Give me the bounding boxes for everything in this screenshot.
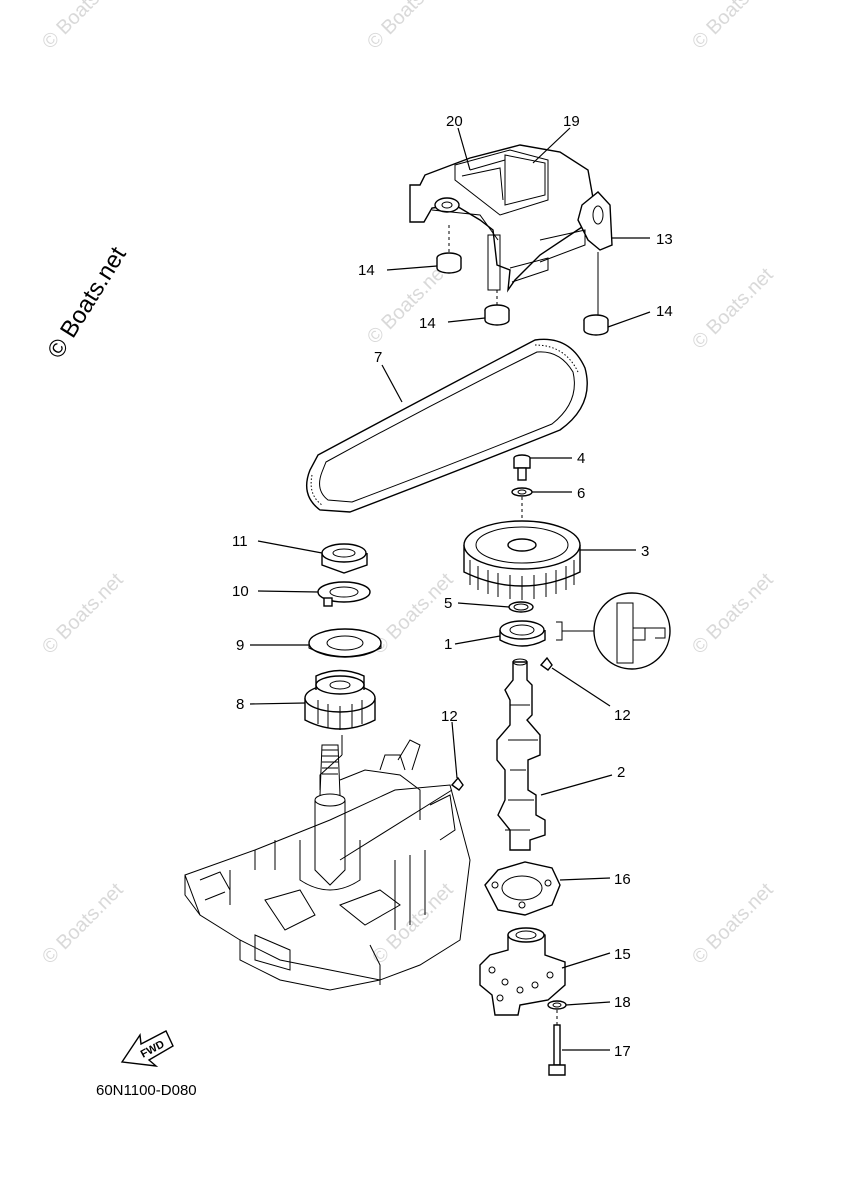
drive-pulley-assembly — [304, 543, 382, 790]
callout-4: 4 — [577, 450, 585, 467]
grommet — [436, 252, 462, 274]
camshaft — [339, 656, 553, 861]
leader-lines — [249, 127, 651, 1051]
callout-11: 11 — [232, 533, 248, 550]
callout-12: 12 — [441, 708, 458, 725]
callout-1: 1 — [444, 636, 452, 653]
callout-13: 13 — [656, 231, 673, 248]
callout-8: 8 — [236, 696, 244, 713]
watermark: © Boats.net — [688, 264, 778, 354]
engine-block — [184, 739, 471, 991]
grommet — [583, 314, 609, 336]
callout-15: 15 — [614, 946, 631, 963]
callout-7: 7 — [374, 349, 382, 366]
diagram-code: 60N1100-D080 — [96, 1082, 197, 1099]
callout-12: 12 — [614, 707, 631, 724]
watermark: © Boats.net — [688, 879, 778, 969]
callout-20: 20 — [446, 113, 463, 130]
watermark: © Boats.net — [368, 879, 458, 969]
grommets — [436, 225, 609, 336]
callout-14: 14 — [656, 303, 673, 320]
watermark-main: © Boats.net — [42, 242, 132, 363]
watermark: © Boats.net — [38, 569, 128, 659]
watermark: © Boats.net — [688, 0, 778, 54]
callout-2: 2 — [617, 764, 625, 781]
fwd-arrow: FWD — [120, 1030, 174, 1067]
callout-19: 19 — [563, 113, 580, 130]
driven-pulley-assembly — [463, 454, 581, 613]
callout-18: 18 — [614, 994, 631, 1011]
grommet — [484, 304, 510, 326]
callout-16: 16 — [614, 871, 631, 888]
watermark: © Boats.net — [363, 259, 453, 349]
callout-labels: 20 19 13 14 14 14 7 4 6 3 11 10 9 8 5 1 … — [232, 113, 673, 1060]
callout-6: 6 — [577, 485, 585, 502]
callout-10: 10 — [232, 583, 249, 600]
callout-5: 5 — [444, 595, 452, 612]
gasket — [484, 861, 561, 916]
timing-belt-cover — [409, 144, 613, 293]
callout-14: 14 — [358, 262, 375, 279]
oil-pump — [479, 927, 567, 1076]
callout-14: 14 — [419, 315, 436, 332]
oil-seal — [499, 592, 671, 670]
callout-17: 17 — [614, 1043, 631, 1060]
callout-9: 9 — [236, 637, 244, 654]
callout-3: 3 — [641, 543, 649, 560]
timing-belt — [306, 338, 588, 513]
watermark: © Boats.net — [688, 569, 778, 659]
watermark: © Boats.net — [38, 879, 128, 969]
watermark: © Boats.net — [363, 0, 453, 54]
watermark: © Boats.net — [38, 0, 128, 54]
